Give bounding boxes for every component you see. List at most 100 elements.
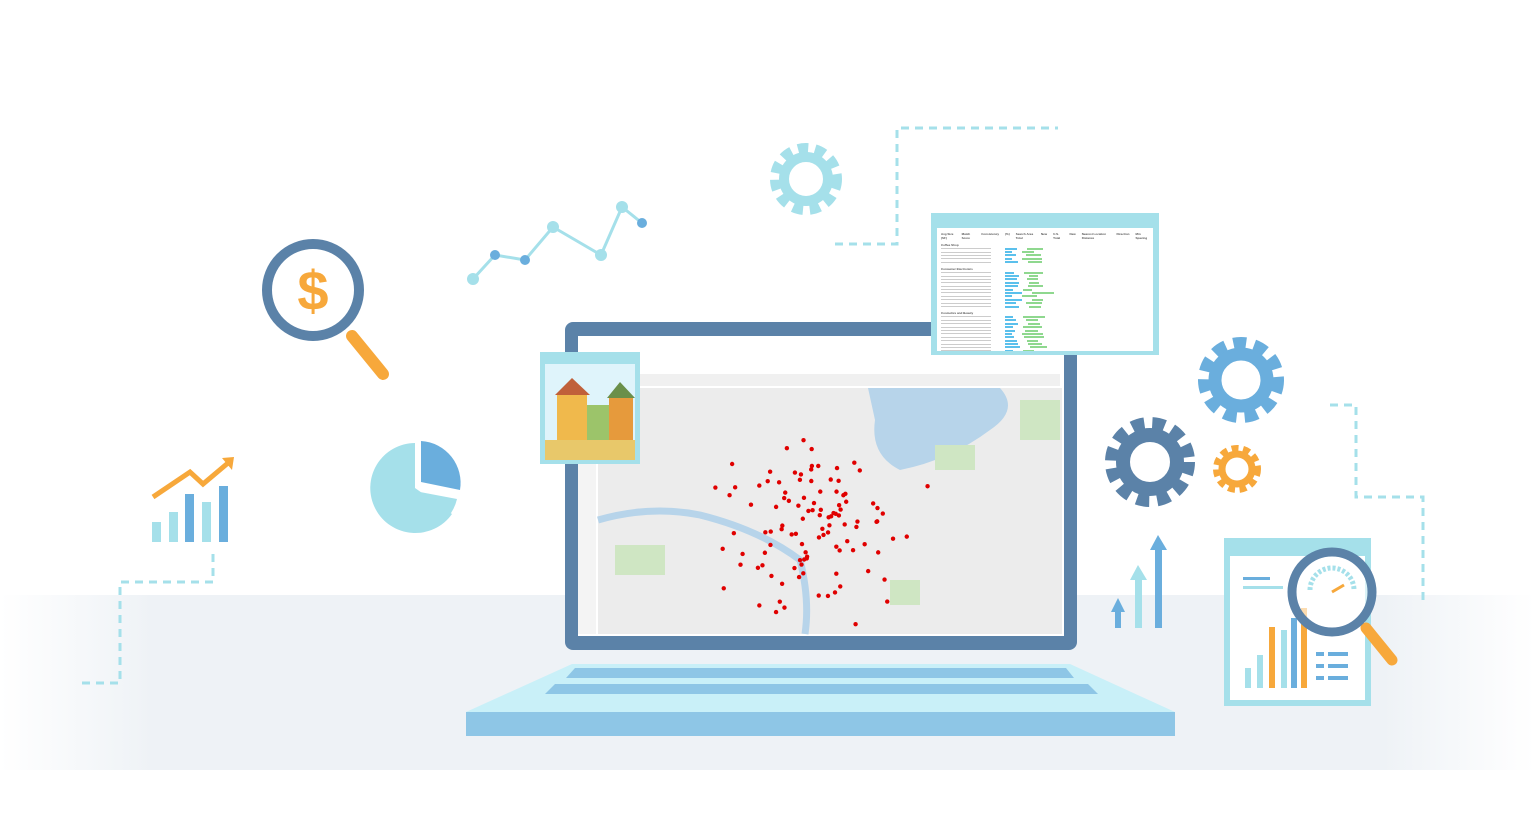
table-row	[941, 349, 1149, 351]
map-location-dot	[721, 586, 726, 591]
map-location-dot	[768, 529, 773, 534]
map-location-dot	[875, 550, 881, 555]
table-row	[941, 329, 1149, 332]
map-location-dot	[865, 568, 871, 574]
map-location-dot	[816, 535, 822, 540]
table-row	[941, 288, 1149, 291]
map-location-dot	[843, 499, 849, 504]
map-location-dot	[811, 500, 817, 506]
pie-chart-icon	[370, 441, 461, 533]
map-location-dot	[838, 584, 843, 589]
map-location-dot	[797, 557, 803, 563]
map-location-dot	[768, 542, 773, 548]
table-column-header: (%)	[1005, 232, 1010, 236]
bar-growth-icon	[151, 457, 234, 542]
gauge-magnifier-icon	[1287, 547, 1398, 666]
map-location-dot	[809, 478, 814, 484]
map-location-dot	[854, 524, 859, 530]
table-section-title: Consumer Electronics	[941, 266, 973, 271]
map-location-dot	[816, 463, 821, 469]
map-location-dot	[767, 469, 773, 474]
table-row	[941, 301, 1149, 305]
map-location-dot	[797, 477, 803, 483]
map-location-dot	[755, 565, 761, 570]
table-row	[941, 322, 1149, 325]
map-location-dot	[782, 605, 787, 610]
table-row	[941, 285, 1149, 288]
gear-icon-top	[770, 143, 842, 215]
map-location-dot	[838, 507, 843, 512]
map-location-dot	[809, 467, 814, 472]
up-arrows-icon	[1111, 535, 1167, 628]
map-location-dot	[842, 522, 847, 527]
map-location-dot	[783, 490, 788, 495]
gear-icon-dark	[1105, 417, 1195, 507]
table-row	[941, 274, 1149, 278]
map-location-dot	[870, 501, 876, 506]
line-chart-icon	[467, 201, 647, 285]
map-location-dot	[779, 527, 784, 532]
table-column-header: Consistency	[981, 232, 1000, 236]
map-view	[578, 374, 1062, 635]
map-location-dot	[821, 532, 826, 538]
map-location-dot	[803, 550, 808, 555]
map-location-dot	[762, 550, 768, 555]
map-location-dot	[792, 565, 797, 571]
table-row	[941, 250, 1149, 254]
map-location-dot	[852, 460, 857, 465]
map-location-dot	[925, 484, 930, 489]
map-location-dot	[850, 547, 856, 553]
table-row	[941, 319, 1149, 322]
table-row	[941, 332, 1149, 335]
map-location-dot	[731, 530, 737, 536]
map-location-dot	[816, 593, 821, 598]
map-location-dot	[836, 478, 841, 484]
map-location-dot	[817, 512, 822, 518]
map-location-dot	[713, 485, 718, 490]
map-location-dot	[875, 519, 880, 524]
map-location-dot	[789, 532, 794, 537]
map-location-dot	[832, 590, 838, 595]
table-row	[941, 295, 1149, 298]
table-column-header: Nearest Location Distance	[1081, 232, 1107, 240]
map-location-dot	[818, 507, 824, 512]
map-location-dot	[826, 515, 831, 520]
map-location-dot	[773, 504, 779, 510]
map-location-dot	[904, 534, 909, 539]
table-row	[941, 257, 1149, 260]
map-location-dot	[843, 491, 848, 497]
map-location-dot	[831, 510, 836, 516]
map-location-dot	[875, 505, 880, 511]
map-location-dot	[781, 495, 787, 501]
map-location-dot	[784, 445, 790, 451]
map-location-dot	[760, 563, 765, 568]
dashed-connectors	[82, 126, 1425, 685]
table-row	[941, 261, 1149, 264]
table-row	[941, 325, 1149, 329]
table-row	[941, 336, 1149, 339]
table-row	[941, 254, 1149, 257]
map-location-dot	[827, 523, 832, 528]
table-row	[941, 346, 1149, 349]
map-location-dot	[799, 541, 805, 547]
map-location-dot	[810, 508, 815, 513]
map-location-dot	[777, 599, 783, 604]
table-column-header: Search Area Total	[1015, 232, 1034, 240]
table-section-title: Coffee Shop	[941, 243, 959, 247]
table-row	[941, 339, 1149, 342]
map-location-dot	[765, 478, 770, 484]
table-column-header: Min Spacing	[1135, 232, 1148, 240]
map-location-dot	[720, 546, 725, 552]
map-location-dot	[763, 530, 768, 535]
map-location-dot	[802, 557, 807, 562]
map-location-dot	[757, 603, 762, 608]
map-location-dot	[729, 461, 735, 467]
table-row	[941, 298, 1149, 301]
table-row	[941, 305, 1149, 308]
table-column-header: Direction	[1116, 232, 1130, 236]
map-location-dot	[801, 437, 806, 443]
map-location-dot	[779, 581, 785, 586]
table-row	[941, 271, 1149, 274]
